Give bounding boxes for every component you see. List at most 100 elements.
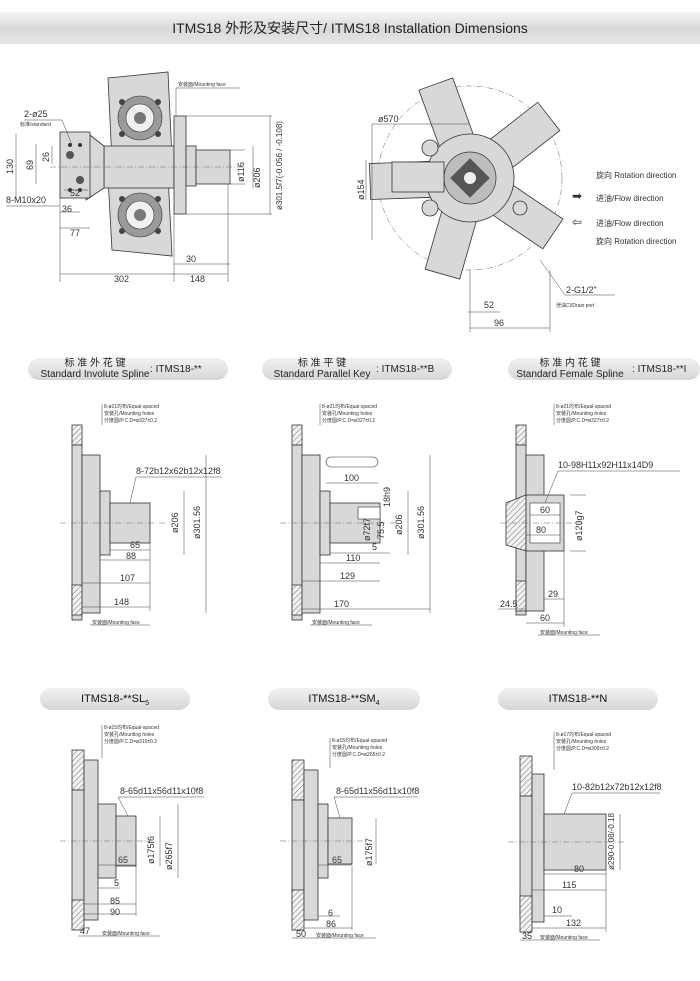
dim-36: 36 <box>62 204 72 214</box>
parallel-key-drawing: 8-ø21均布/Equal-spaced 安装孔/Mounting holes … <box>280 403 431 626</box>
parallel-d755: 75.5 <box>376 521 386 539</box>
sl5-mount: 安装面/Mounting face <box>102 930 150 937</box>
sm4-d86: 86 <box>326 919 336 929</box>
involute-spline-drawing: 8-ø21均布/Equal-spaced 安装孔/Mounting holes … <box>60 403 222 626</box>
involute-d88: 88 <box>126 551 136 561</box>
involute-note-1: 8-ø21均布/Equal-spaced <box>104 403 159 410</box>
involute-d301: ø301.56 <box>192 506 202 539</box>
dim-302: 302 <box>114 274 129 284</box>
label-standard: 标准/standard <box>20 121 51 128</box>
female-spline-spec: 10-98H11x92H11x14D9 <box>558 460 653 470</box>
involute-mount: 安装面/Mounting face <box>92 619 140 626</box>
dim-570: ø570 <box>378 114 399 124</box>
section-involute-model: : ITMS18-** <box>150 364 202 375</box>
sm4-d50: 50 <box>296 929 306 939</box>
section-female-title: 标 准 内 花 键 Standard Female Spline <box>516 358 624 380</box>
section-female-model: : ITMS18-**I <box>632 364 687 375</box>
label-drain-port: 泄油口/Drain port <box>556 302 595 309</box>
parallel-mount: 安装面/Mounting face <box>312 619 360 626</box>
sm4-d65: 65 <box>332 855 342 865</box>
arrow-left-icon: ⇦ <box>572 215 582 229</box>
sm4-spline: 8-65d11x56d11x10f8 <box>336 786 419 796</box>
dim-116: ø116 <box>236 162 246 182</box>
tab-sl5 <box>40 688 190 710</box>
dim-301: ø301.5f7(-0.056 / -0.108) <box>275 121 284 210</box>
sl5-spline: 8-65d11x56d11x10f8 <box>120 786 203 796</box>
female-note-1: 8-ø21均布/Equal-spaced <box>556 403 611 410</box>
involute-d65: 65 <box>130 540 140 550</box>
dim-69: 69 <box>25 160 35 170</box>
sl5-note-2: 安装孔/Mounting holes <box>104 731 155 738</box>
dim-154: ø154 <box>356 179 366 200</box>
tab-sl5-label: ITMS18-**SL5 <box>80 693 150 708</box>
parallel-d170: 170 <box>334 599 349 609</box>
label-rotation-1: 旋向 Rotation direction <box>596 170 676 180</box>
sm4-note-1: 8-ø15均布/Equal-spaced <box>332 737 387 744</box>
sl5-drawing: 8-ø15均布/Equal-spaced 安装孔/Mounting holes … <box>60 724 204 937</box>
dim-130: 130 <box>5 159 15 174</box>
involute-d148: 148 <box>114 597 129 607</box>
sm4-d6: 6 <box>328 908 333 918</box>
parallel-note-2: 安装孔/Mounting holes <box>322 410 373 417</box>
label-holes: 2-ø25 <box>24 109 48 119</box>
n-note-1: 8-ø17均布/Equal-spaced <box>556 731 611 738</box>
female-spline-drawing: 8-ø21均布/Equal-spaced 安装孔/Mounting holes … <box>498 403 680 636</box>
involute-note-2: 安装孔/Mounting holes <box>104 410 155 417</box>
section-involute-title: 标 准 外 花 键 Standard Involute Spline <box>40 358 150 380</box>
dim-148: 148 <box>190 274 205 284</box>
dim-26: 26 <box>41 152 51 162</box>
sm4-note-3: 分度圆/P.C.D=ø265±0.2 <box>332 751 385 758</box>
tab-sm4-label: ITMS18-**SM4 <box>308 693 380 708</box>
involute-d107: 107 <box>120 573 135 583</box>
sl5-d265: ø265f7 <box>164 842 174 870</box>
side-view-drawing: 130 69 26 2-ø25 标准/standard 8-M10x20 52 … <box>5 71 284 284</box>
sl5-note-1: 8-ø15均布/Equal-spaced <box>104 724 159 731</box>
parallel-d110: 110 <box>346 553 360 563</box>
parallel-d206: ø206 <box>394 514 404 535</box>
n-d35: 35 <box>522 931 532 941</box>
section-parallel-title: 标 准 平 键 Standard Parallel Key <box>273 358 371 380</box>
parallel-d129: 129 <box>340 571 355 581</box>
label-thread: 8-M10x20 <box>6 195 46 205</box>
sl5-d65: 65 <box>118 855 128 865</box>
sl5-d175: ø175f6 <box>146 836 156 864</box>
label-flow-2: 进油/Flow direction <box>596 218 664 228</box>
parallel-d5: 5 <box>372 542 377 552</box>
female-note-3: 分度圆/P.C.D=ø327±0.2 <box>556 417 609 424</box>
row3-drawings: 8-ø15均布/Equal-spaced 安装孔/Mounting holes … <box>60 724 662 941</box>
tab-n <box>498 688 658 710</box>
female-d29: 29 <box>548 589 558 599</box>
female-d120: ø120g7 <box>574 510 584 541</box>
sm4-mount: 安装面/Mounting face <box>316 932 364 939</box>
female-d60: 60 <box>540 505 550 515</box>
sl5-d85: 85 <box>110 896 120 906</box>
dim-30: 30 <box>186 254 196 264</box>
label-flow-1: 进油/Flow direction <box>596 193 664 203</box>
front-view-drawing <box>369 77 564 280</box>
top-drawings: 130 69 26 2-ø25 标准/standard 8-M10x20 52 … <box>5 71 676 332</box>
dim-52: 52 <box>70 188 80 198</box>
section-parallel-model: : ITMS18-**B <box>376 364 435 375</box>
tab-female <box>508 358 700 380</box>
parallel-d301: ø301.56 <box>416 506 426 539</box>
dim-77: 77 <box>70 228 80 238</box>
n-d290: ø290-0.08/-0.18 <box>607 813 616 870</box>
involute-note-3: 分度圆/P.C.D=ø327±0.2 <box>104 417 157 424</box>
n-d132: 132 <box>566 918 581 928</box>
tab-n-label: ITMS18-**N <box>548 693 608 705</box>
involute-d206: ø206 <box>170 512 180 533</box>
sl5-note-3: 分度圆/P.C.D=ø310±0.2 <box>104 738 157 745</box>
parallel-h18: 18h9 <box>382 487 392 507</box>
n-mount: 安装面/Mounting face <box>540 934 588 941</box>
page-title: ITMS18 外形及安装尺寸/ ITMS18 Installation Dime… <box>0 12 700 44</box>
n-d80: 80 <box>574 864 584 874</box>
n-note-2: 安装孔/Mounting holes <box>556 738 607 745</box>
female-d60b: 60 <box>540 613 550 623</box>
parallel-note-1: 8-ø21均布/Equal-spaced <box>322 403 377 410</box>
sm4-note-2: 安装孔/Mounting holes <box>332 744 383 751</box>
label-rotation-2: 旋向 Rotation direction <box>596 236 676 246</box>
label-drain: 2-G1/2" <box>566 285 597 295</box>
label-mounting-face: 安装面/Mounting face <box>178 81 226 88</box>
n-d115: 115 <box>562 880 576 890</box>
female-d245: 24.5 <box>500 599 518 609</box>
